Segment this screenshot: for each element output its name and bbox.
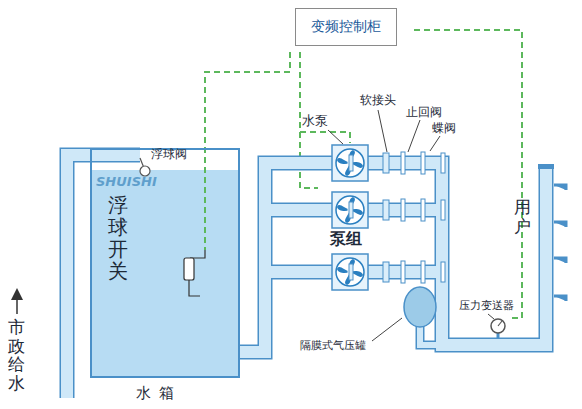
user-label: 用户: [514, 198, 531, 235]
tank-label: 水箱: [136, 384, 182, 403]
pressure-tank-label: 隔膜式气压罐: [300, 338, 366, 353]
soft-joint-label: 软接头: [360, 92, 396, 109]
pump-group-label: 泵组: [330, 229, 362, 250]
transmitter-label: 压力变送器: [459, 298, 514, 313]
float-valve-label: 浮球阀: [151, 146, 187, 163]
inlet-label: 市政给水: [8, 318, 25, 393]
pump-label: 水泵: [302, 112, 328, 130]
float-switch-label: 浮球开关: [108, 194, 128, 282]
butterfly-valve-label: 蝶阀: [432, 120, 456, 137]
cabinet-label: 变频控制柜: [311, 18, 381, 36]
watermark: SHUISHI: [96, 174, 157, 189]
check-valve-label: 止回阀: [406, 104, 442, 121]
control-cabinet: 变频控制柜: [295, 8, 397, 46]
